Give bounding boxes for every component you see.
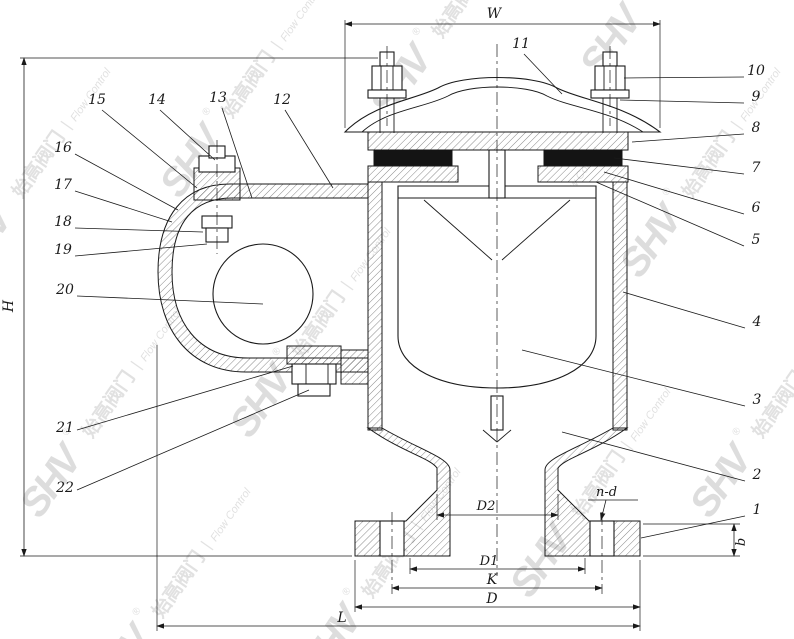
- leader-8: [631, 133, 745, 143]
- callout-19: 19: [54, 242, 72, 258]
- leader-15: [101, 109, 198, 189]
- rubber-seal-left: [373, 149, 453, 167]
- leader-2: [561, 431, 746, 482]
- watermark-registered: ®: [660, 185, 674, 198]
- seat-plate-right: [537, 165, 629, 183]
- callout-5: 5: [752, 232, 761, 248]
- valve-body-section: [157, 44, 662, 594]
- callout-numbers: 15 14 13 12 16 17 18 19 20 21 22 11 10 9…: [54, 36, 765, 518]
- watermark-registered: ®: [730, 425, 744, 438]
- watermark-chinese: 始高阀门: [77, 366, 139, 441]
- pilot-valve: [193, 140, 241, 254]
- dimension-D: D: [485, 591, 497, 607]
- callout-20: 20: [55, 282, 74, 298]
- dimension-K: K: [486, 572, 499, 588]
- callout-12: 12: [273, 92, 291, 108]
- callout-9: 9: [752, 89, 761, 105]
- watermark-chinese: 始高阀门: [147, 546, 209, 621]
- dimensions: W H L D K D1 D2 b n-d: [1, 6, 749, 631]
- leader-7: [613, 157, 745, 175]
- watermark-logo: SHV: [11, 435, 93, 525]
- ball-float: [212, 243, 314, 345]
- watermark-logo: SHV: [0, 195, 23, 285]
- leader-11: [523, 53, 563, 95]
- callout-22: 22: [55, 480, 74, 496]
- chamber-wall-left: [367, 181, 383, 431]
- leader-20: [76, 295, 264, 305]
- leader-16: [74, 153, 179, 211]
- drain-fitting: [286, 345, 369, 397]
- watermark-registered: ®: [0, 185, 4, 198]
- callout-1: 1: [753, 502, 762, 518]
- leader-13: [221, 107, 253, 199]
- callout-18: 18: [54, 214, 72, 230]
- leader-10: [623, 76, 745, 79]
- watermark-chinese: 始高阀门: [427, 0, 489, 42]
- leader-9: [619, 99, 745, 104]
- watermark-registered: ®: [410, 25, 424, 38]
- watermark-registered: ®: [130, 605, 144, 618]
- dimension-D1: D1: [479, 554, 499, 569]
- leader-21: [76, 365, 294, 431]
- callout-6: 6: [752, 200, 761, 216]
- watermark-registered: ®: [200, 105, 214, 118]
- watermark-registered: ®: [270, 345, 284, 358]
- watermark-tagline: Flow Control: [628, 386, 674, 444]
- watermark-logo: SHV: [681, 435, 763, 525]
- leader-4: [622, 291, 746, 329]
- watermark-chinese: 始高阀门: [637, 0, 699, 2]
- leader-12: [284, 109, 334, 189]
- callout-14: 14: [148, 92, 166, 108]
- cover-bolt-left: [367, 46, 407, 133]
- callout-10: 10: [747, 63, 765, 79]
- leader-19: [74, 243, 208, 257]
- callout-16: 16: [54, 140, 72, 156]
- lower-body-right: [544, 427, 641, 557]
- flange-bolt-hole-right: [589, 520, 615, 557]
- callout-13: 13: [209, 90, 227, 106]
- leader-3: [521, 349, 746, 407]
- cover-bolt-right: [590, 46, 630, 133]
- dimension-D2: D2: [476, 499, 496, 514]
- callout-4: 4: [752, 314, 762, 330]
- callout-11: 11: [512, 36, 530, 52]
- watermark-logo: SHV: [81, 615, 163, 639]
- leader-17: [74, 190, 173, 223]
- callout-8: 8: [752, 120, 761, 136]
- dimension-W: W: [487, 6, 503, 22]
- callout-17: 17: [54, 177, 72, 193]
- leader-6: [603, 171, 745, 215]
- callout-leaders: [74, 53, 746, 539]
- callout-21: 21: [55, 420, 74, 436]
- dimension-H: H: [1, 299, 17, 313]
- dimension-b: b: [734, 538, 749, 546]
- leader-1: [640, 515, 746, 539]
- callout-3: 3: [753, 392, 762, 408]
- callout-2: 2: [752, 467, 762, 483]
- chamber-wall-right: [612, 181, 628, 431]
- callout-7: 7: [752, 160, 761, 176]
- leader-18: [74, 227, 204, 233]
- seat-plate-left: [367, 165, 459, 183]
- cover-flange-ring: [367, 131, 629, 151]
- watermark-tagline: Flow Control: [208, 486, 254, 544]
- leader-14: [159, 109, 216, 161]
- dimension-L: L: [336, 610, 346, 626]
- lower-body-left: [354, 427, 451, 557]
- rubber-seal-right: [543, 149, 623, 167]
- leader-5: [595, 181, 745, 247]
- watermark-logo: SHV: [291, 595, 373, 639]
- leader-22: [76, 389, 310, 491]
- callout-15: 15: [88, 92, 106, 108]
- watermark-tagline: Flow Control: [278, 0, 324, 44]
- watermark-registered: ®: [340, 585, 354, 598]
- dimension-n-d: n-d: [596, 485, 617, 500]
